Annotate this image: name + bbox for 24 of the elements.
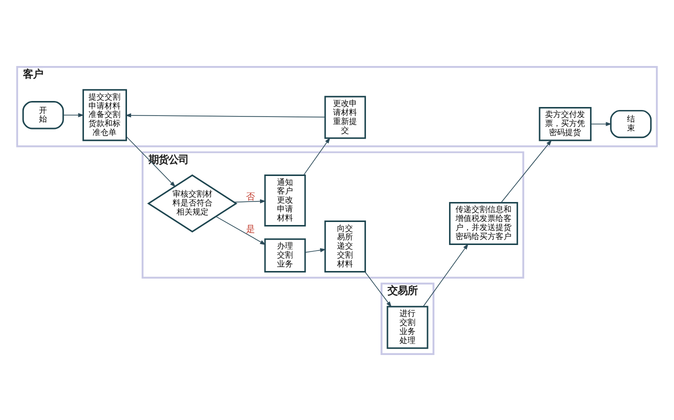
arrow [62,112,84,117]
arrow [126,136,176,187]
node-box: 更改申请材料重新提交 [324,95,366,138]
edge-label: 是 [246,224,256,235]
node-box: 向交易所递交交割材料 [324,220,366,272]
node-box: 进行交割业务处理 [386,305,428,348]
node-box: 开始 [22,100,64,129]
node-box: 通知客户更改申请材料 [264,174,306,226]
node-box: 结束 [610,109,652,138]
arrow [304,248,326,252]
node-box: 办理交割业务 [264,238,306,272]
node-box: 传递交割信息和增值税发票给客户，并发送提货密码给买方客户 [449,201,518,244]
node-box: 卖方交付发票，买方凭密码提货 [538,106,592,141]
node-box: 提交交割申请材料准备交割货款和标准仓单 [82,88,127,141]
arrow [422,243,468,306]
edge-label: 否 [246,192,256,202]
node-diamond: 审核交割材料是否符合相关规定 [147,174,238,232]
arrow [500,139,552,202]
arrow [125,112,326,118]
arrow [216,216,266,244]
arrow [303,137,330,175]
arrow [590,121,612,126]
arrow [364,271,392,307]
arrow [234,198,266,203]
